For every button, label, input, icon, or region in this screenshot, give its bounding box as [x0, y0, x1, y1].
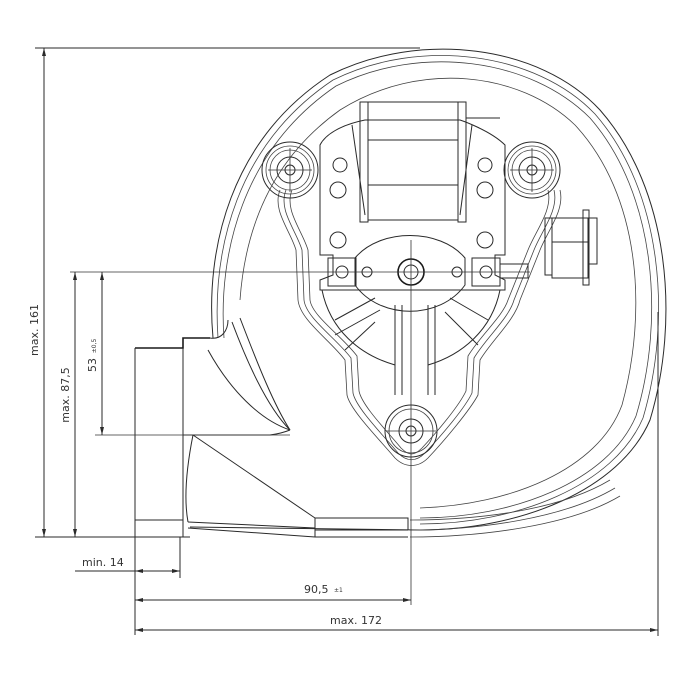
mounting-boss-left	[261, 141, 319, 199]
dim-shaft-offset: 90,5	[304, 583, 329, 596]
dim-overall-width: max. 172	[330, 614, 382, 627]
dim-shaft-offset-tolerance: ±1	[334, 587, 343, 594]
mounting-boss-right	[503, 141, 561, 199]
dim-outlet-height-tolerance: ±0,5	[91, 339, 98, 354]
motor	[319, 101, 529, 395]
dim-outlet-center-height: max. 87,5	[59, 367, 72, 422]
connector	[544, 209, 598, 286]
motor-bracket	[277, 189, 562, 466]
dim-outlet-offset: min. 14	[82, 556, 124, 569]
dim-outlet-height: 53	[86, 358, 99, 372]
dimension-labels: max. 161 max. 87,5 53 ±0,5 min. 14 90,5 …	[28, 304, 382, 627]
dimension-lines	[35, 47, 659, 636]
dim-overall-height: max. 161	[28, 304, 41, 356]
volute-housing	[134, 48, 667, 538]
center-lines	[70, 240, 530, 605]
